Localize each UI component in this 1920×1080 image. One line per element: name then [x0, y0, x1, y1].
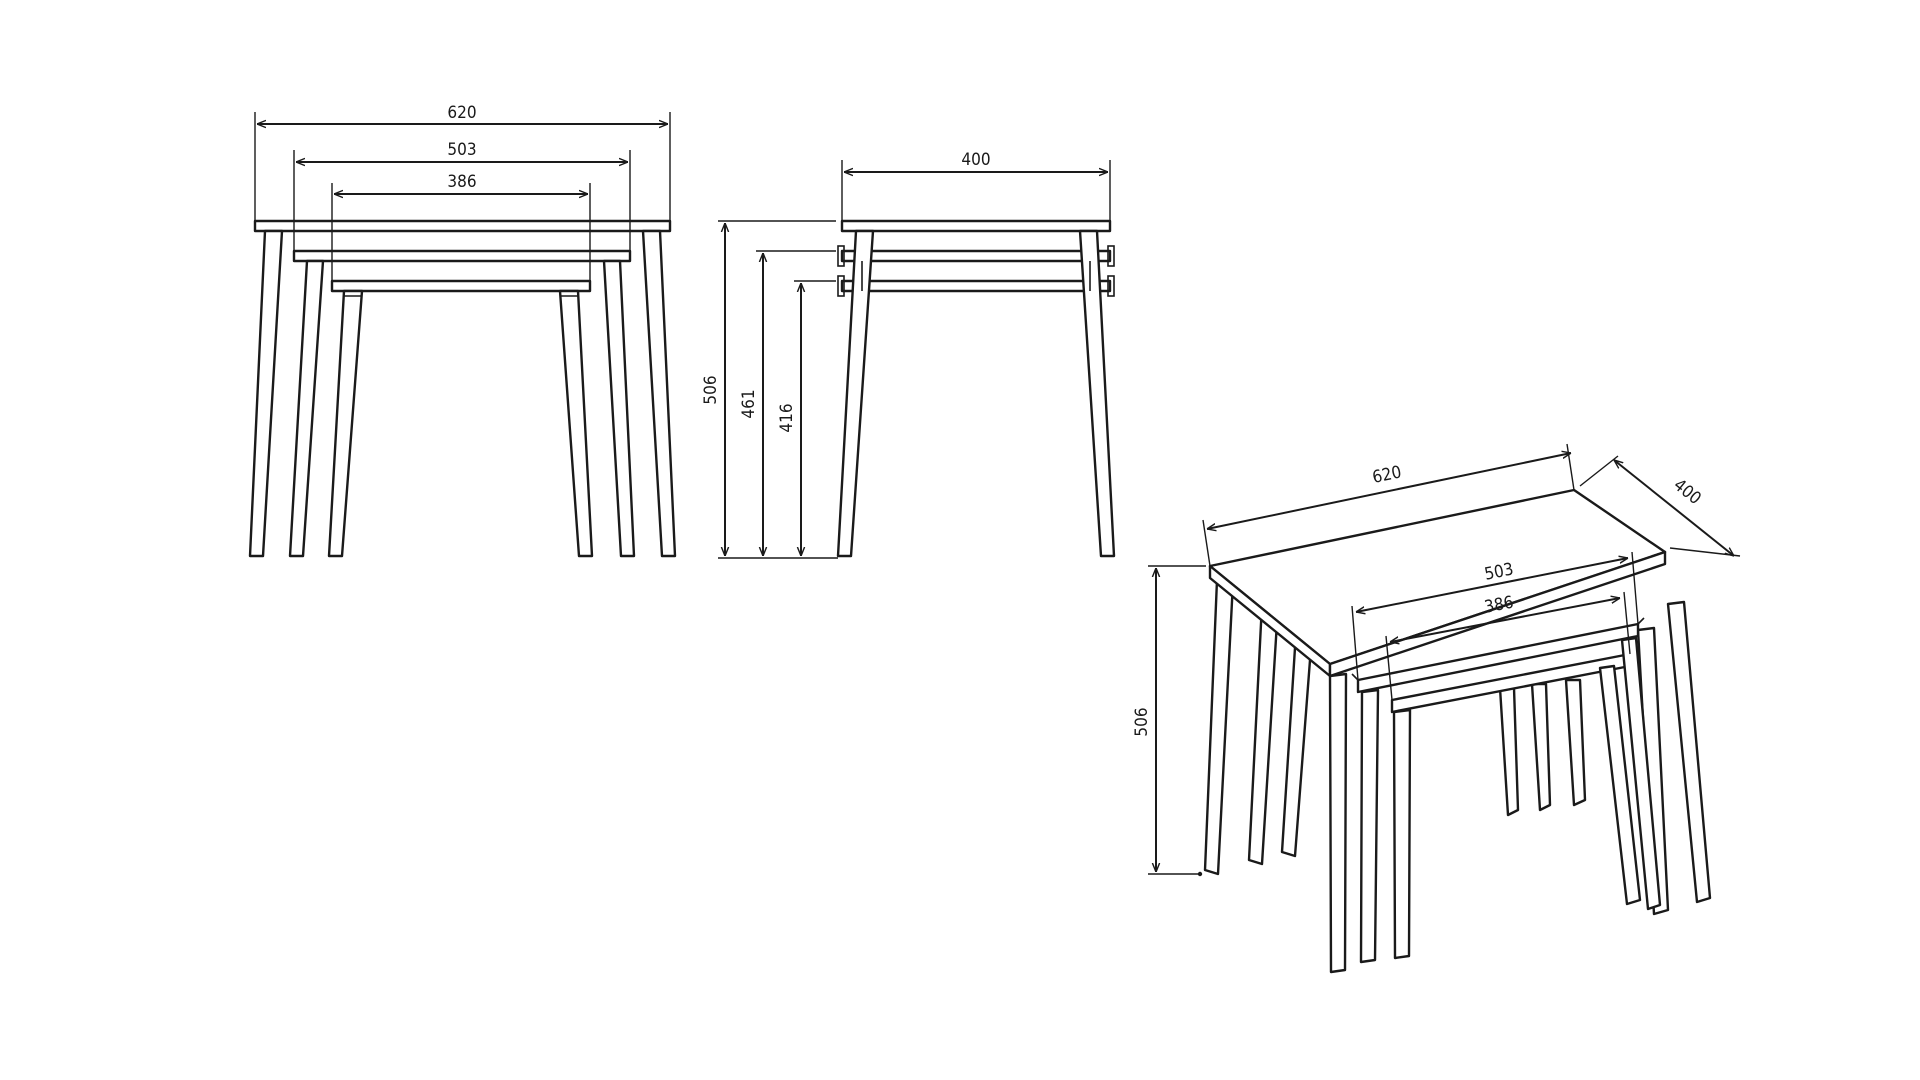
iso-small-back-legs [1498, 678, 1587, 817]
front-dim-620: 620 [447, 103, 476, 123]
iso-dim-620: 620 [1371, 462, 1404, 488]
side-dim-416: 416 [777, 403, 797, 432]
front-table-small [327, 279, 594, 558]
front-view: 620 503 386 [248, 103, 677, 558]
front-dim-503: 503 [447, 140, 476, 160]
iso-dim-400: 400 [1669, 475, 1704, 509]
side-dim-400: 400 [961, 150, 990, 170]
iso-view: 620 400 503 386 506 [1132, 443, 1741, 974]
side-view: 400 506 461 416 [701, 150, 1116, 559]
front-table-large [248, 219, 677, 558]
iso-table-large-top [1208, 488, 1667, 678]
front-table-medium [288, 249, 636, 558]
side-dim-506: 506 [701, 375, 721, 404]
side-dim-461: 461 [739, 389, 759, 418]
iso-dim-506: 506 [1132, 707, 1152, 736]
front-dim-386: 386 [447, 172, 476, 192]
